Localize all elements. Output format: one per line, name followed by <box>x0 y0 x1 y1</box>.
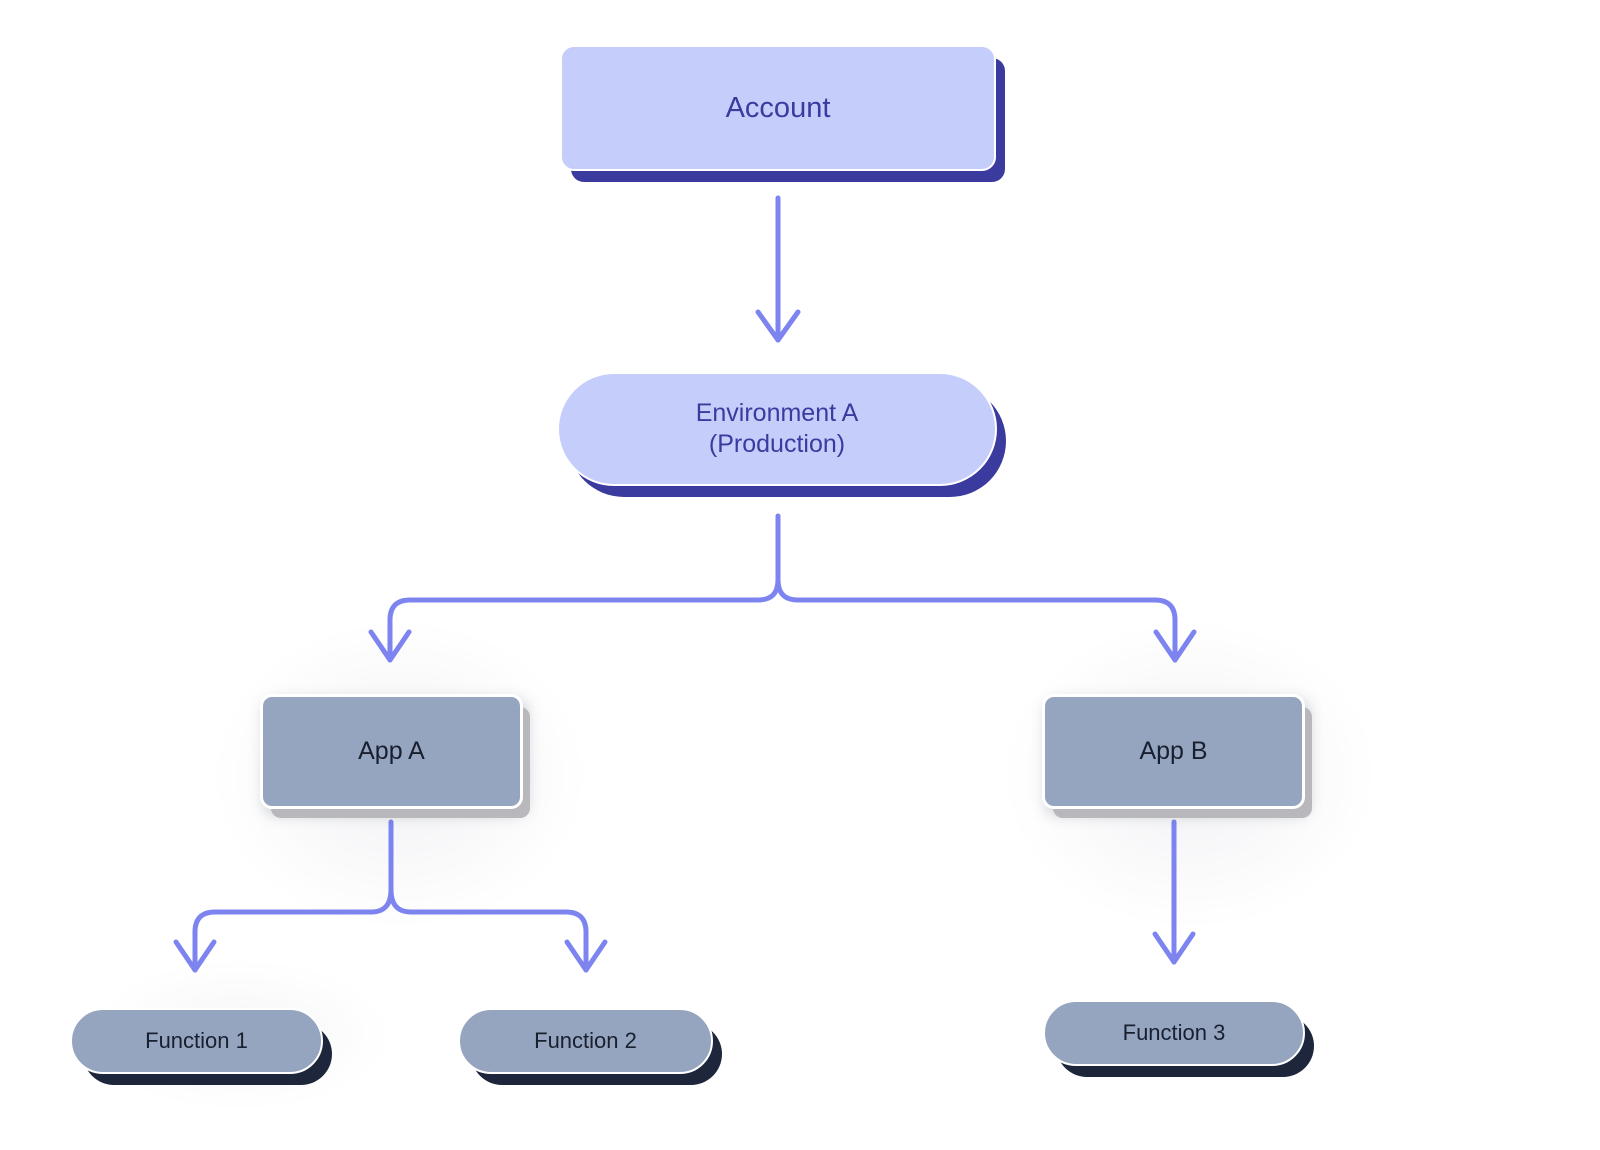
arrowhead-app-a-to-function-1 <box>173 939 217 973</box>
node-function-3-label: Function 3 <box>1122 1020 1226 1046</box>
node-function-3[interactable]: Function 3 <box>1043 1000 1305 1066</box>
node-function-1-label: Function 1 <box>145 1028 248 1054</box>
arrowhead-account-to-environment <box>755 309 801 343</box>
node-function-1[interactable]: Function 1 <box>70 1008 323 1074</box>
edge-environment-to-app-b <box>775 577 1178 663</box>
arrowhead-app-a-to-function-2 <box>564 939 608 973</box>
node-app-b-label: App B <box>1139 736 1208 765</box>
node-account-label: Account <box>725 91 831 124</box>
edge-app-a-to-function-2 <box>388 887 589 973</box>
node-function-2-label: Function 2 <box>534 1028 637 1054</box>
node-app-b[interactable]: App B <box>1042 694 1305 809</box>
edge-environment-to-app-a <box>387 577 781 663</box>
arrowhead-app-b-to-function-3 <box>1152 931 1196 965</box>
node-app-a[interactable]: App A <box>260 694 523 809</box>
node-account[interactable]: Account <box>560 45 996 171</box>
node-environment-a[interactable]: Environment A (Production) <box>557 372 997 486</box>
arrowhead-environment-to-app-b <box>1153 629 1197 663</box>
node-environment-a-label: Environment A (Production) <box>695 398 859 459</box>
arrowhead-environment-to-app-a <box>368 629 412 663</box>
node-function-2[interactable]: Function 2 <box>458 1008 713 1074</box>
node-app-a-label: App A <box>358 736 425 765</box>
edge-app-a-to-function-1 <box>192 887 394 973</box>
